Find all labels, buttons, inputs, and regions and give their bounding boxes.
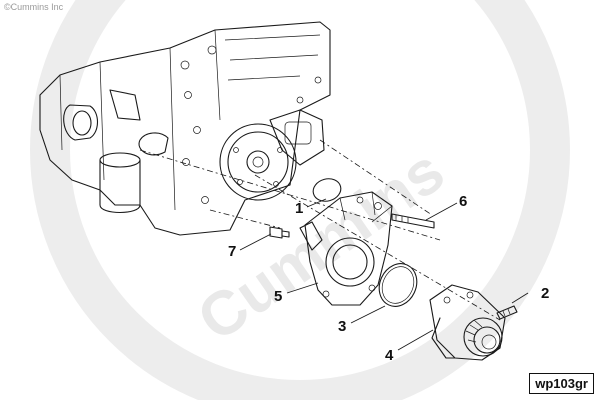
callout-6: 6 xyxy=(459,193,467,210)
bolt-short xyxy=(496,305,518,320)
watermark-text: Cummins xyxy=(186,136,457,355)
callout-labels: 1 2 3 4 5 6 7 xyxy=(228,193,549,364)
copyright-notice: ©Cummins Inc xyxy=(4,2,64,12)
callout-3: 3 xyxy=(338,318,346,335)
o-ring-small xyxy=(312,178,342,202)
callout-5: 5 xyxy=(274,288,282,305)
drawing-reference-code: wp103gr xyxy=(529,373,594,394)
water-pump xyxy=(429,284,506,361)
o-ring-large xyxy=(378,263,418,307)
callout-1: 1 xyxy=(295,200,303,217)
fitting-plug xyxy=(269,226,290,239)
callout-7: 7 xyxy=(228,243,236,260)
callout-leaders xyxy=(239,198,529,351)
callout-2: 2 xyxy=(541,285,549,302)
engine-block xyxy=(39,21,331,236)
callout-4: 4 xyxy=(385,347,394,364)
bolt-long xyxy=(391,213,435,229)
water-pump-housing xyxy=(299,191,393,306)
